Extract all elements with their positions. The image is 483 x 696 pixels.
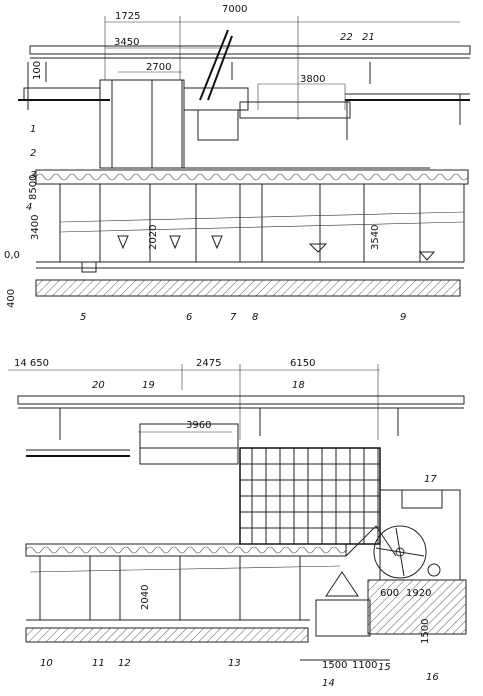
dim-1920: 1920	[406, 588, 431, 599]
dim-3540: 3540	[370, 225, 381, 250]
label-13: 13	[228, 658, 241, 669]
label-19: 19	[142, 380, 155, 391]
dim-2040: 2040	[140, 585, 151, 610]
label-15: 15	[378, 662, 391, 673]
dim-3450: 3450	[114, 37, 139, 48]
dim-7000: 7000	[222, 4, 247, 15]
dim-2700: 2700	[146, 62, 171, 73]
label-6: 6	[186, 312, 192, 323]
dim-3800: 3800	[300, 74, 325, 85]
dim-3400: 3400	[30, 215, 41, 240]
label-16: 16	[426, 672, 439, 683]
bottom-dimension-lines	[8, 364, 380, 440]
bottom-floor	[25, 579, 467, 661]
label-3: 3	[30, 170, 36, 181]
label-11: 11	[92, 658, 105, 669]
top-dimension-lines	[104, 16, 460, 120]
dim-3960: 3960	[186, 420, 211, 431]
label-7: 7	[230, 312, 237, 323]
machine-housing	[373, 489, 461, 581]
dim-6150: 6150	[290, 358, 315, 369]
top-conveyor	[35, 169, 469, 262]
dim-2020: 2020	[148, 225, 159, 250]
dim-0-0: 0,0	[4, 250, 20, 261]
label-22: 22	[340, 32, 353, 43]
bottom-overhead-rail	[17, 395, 465, 465]
label-4: 4	[26, 202, 32, 213]
dim-1500-horizontal: 1500	[322, 660, 347, 671]
label-5: 5	[80, 312, 86, 323]
dim-8500: 8500	[28, 175, 39, 200]
dim-1500-vertical: 1500	[420, 619, 431, 644]
dim-1100: 1100	[352, 660, 377, 671]
dim-14650: 14 650	[14, 358, 49, 369]
dim-100: 100	[32, 61, 43, 80]
dim-2475: 2475	[196, 358, 221, 369]
label-18: 18	[292, 380, 305, 391]
top-overhead-rail	[18, 45, 471, 140]
drying-grid	[239, 447, 381, 545]
label-20: 20	[92, 380, 105, 391]
label-8: 8	[252, 312, 258, 323]
label-10: 10	[40, 658, 53, 669]
dim-400: 400	[6, 289, 17, 308]
label-9: 9	[400, 312, 406, 323]
label-1: 1	[30, 124, 36, 135]
dim-1725: 1725	[115, 11, 140, 22]
dim-600: 600	[380, 588, 399, 599]
label-14: 14	[322, 678, 335, 689]
drying-chamber-box	[99, 29, 430, 169]
label-2: 2	[30, 148, 36, 159]
bottom-section	[8, 364, 467, 661]
top-floor	[35, 261, 464, 297]
label-21: 21	[362, 32, 375, 43]
top-section	[18, 16, 471, 297]
label-12: 12	[118, 658, 131, 669]
label-17: 17	[424, 474, 437, 485]
